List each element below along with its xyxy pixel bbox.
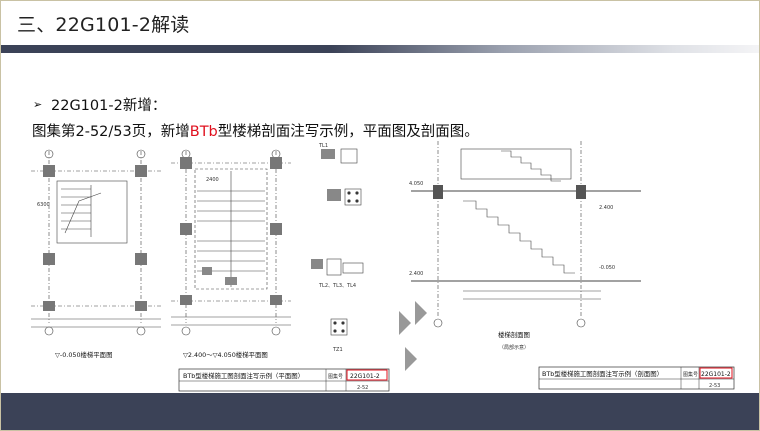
- bullet-text: 22G101-2新增：: [51, 98, 167, 114]
- description-highlight: BTb: [189, 124, 218, 140]
- svg-text:-0.050: -0.050: [599, 265, 615, 271]
- stair-plan-1: 6300: [31, 149, 161, 336]
- description-after: 型楼梯剖面注写示例，平面图及剖面图。: [217, 124, 479, 140]
- title-underline-gradient: [331, 45, 759, 53]
- detail-label-tz1: TZ1: [332, 347, 343, 353]
- section-subcaption: （局部示意）: [499, 344, 529, 351]
- page-title: 三、22G101-2解读: [17, 14, 190, 36]
- stair-drawings-svg: 6300: [31, 141, 735, 392]
- footer-band: [1, 393, 759, 430]
- titleblock-left-title: BTb型楼梯施工图剖面注写示例（平面图）: [183, 371, 304, 380]
- titleblock-left-code-label: 图集号: [328, 373, 343, 380]
- title-underline: [1, 45, 759, 53]
- titleblock-left-code: 22G101-2: [350, 373, 380, 380]
- svg-text:2.400: 2.400: [599, 205, 613, 211]
- beam-details: [311, 148, 364, 336]
- description-before: 图集第2-52/53页，新增: [32, 124, 190, 140]
- section-caption: 楼梯剖面图: [498, 330, 530, 339]
- drawings-area: 6300: [1, 141, 759, 393]
- bullet-heading: ➢ 22G101-2新增：: [33, 94, 166, 115]
- section-cut-marks: [399, 301, 427, 371]
- title-underline-dark: [1, 45, 331, 53]
- stair-section: 4.050 2.400 2.400 -0.050: [409, 141, 641, 328]
- titleblock-right-title: BTb型楼梯施工图剖面注写示例（剖面图）: [542, 369, 663, 378]
- svg-text:2400: 2400: [206, 177, 219, 183]
- titleblock-left-page: 2-52: [357, 385, 368, 391]
- detail-label-tl1: TL1: [318, 143, 328, 149]
- titleblock-right-page: 2-53: [709, 383, 720, 389]
- titleblock-right-code-label: 图集号: [683, 371, 698, 378]
- svg-text:4.050: 4.050: [409, 181, 423, 187]
- titleblock-right: BTb型楼梯施工图剖面注写示例（剖面图） 图集号 22G101-2 2-53: [538, 366, 735, 390]
- svg-text:6300: 6300: [37, 202, 50, 208]
- plan1-caption: ▽-0.050楼梯平面图: [55, 350, 112, 359]
- titleblock-left: BTb型楼梯施工图剖面注写示例（平面图） 图集号 22G101-2 2-52: [178, 368, 390, 392]
- titleblock-right-code: 22G101-2: [701, 371, 731, 378]
- plan2-caption: ▽2.400～▽4.050楼梯平面图: [183, 350, 268, 359]
- title-bar: 三、22G101-2解读: [1, 1, 759, 45]
- description: 图集第2-52/53页，新增BTb型楼梯剖面注写示例，平面图及剖面图。: [32, 120, 479, 141]
- stair-plan-2: 2400: [171, 149, 291, 336]
- svg-text:2.400: 2.400: [409, 271, 423, 277]
- detail-label-tl2: TL2、TL3、TL4: [318, 283, 356, 289]
- arrow-bullet-icon: ➢: [33, 98, 43, 111]
